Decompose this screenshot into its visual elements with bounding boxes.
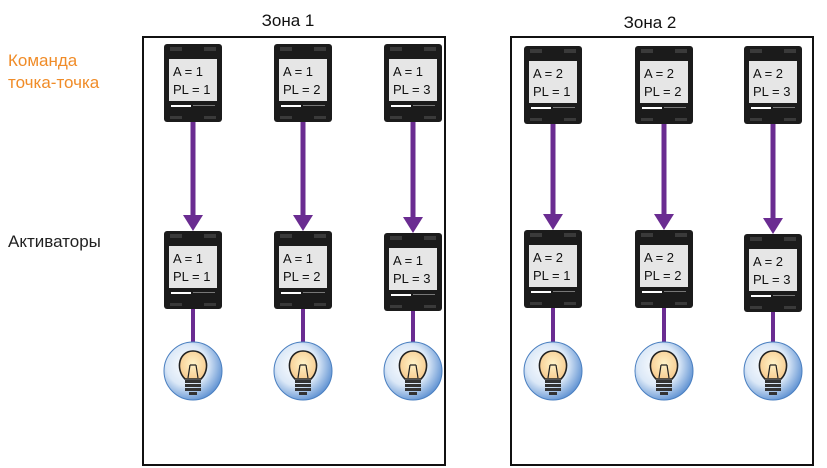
zone-2-command-3-screen <box>749 61 797 103</box>
zone-1-actuator-3-point: PL = 3 <box>393 271 430 286</box>
zone-1-actuator-3-screen <box>389 248 437 290</box>
zone-1-arrow-3 <box>403 122 423 233</box>
zone-2-lamp-2-icon <box>634 341 694 401</box>
zone-2-actuator-1-point: PL = 1 <box>533 268 570 283</box>
zone-1-title: Зона 1 <box>261 11 315 30</box>
zone-2-actuator-1-address: A = 2 <box>533 250 563 265</box>
zone-2-command-3: A = 2 PL = 3 <box>744 46 802 124</box>
zone-1-actuator-2-screen <box>279 246 327 288</box>
zone-2-lamp-3-icon <box>743 341 803 401</box>
zone-1-lamp-2-icon <box>273 341 333 401</box>
zone-1-command-3-address: A = 1 <box>393 64 423 79</box>
zone-2-arrow-2 <box>654 124 674 230</box>
zone-1-command-2-point: PL = 2 <box>283 82 320 97</box>
zone-2-command-1: A = 2 PL = 1 <box>524 46 582 124</box>
zone-2-command-1-point: PL = 1 <box>533 84 570 99</box>
zone-1-actuator-1-screen <box>169 246 217 288</box>
command-label-line2: точка-точка <box>8 73 100 92</box>
zone-2-command-1-screen <box>529 61 577 103</box>
zone-1-actuator-1-address: A = 1 <box>173 251 203 266</box>
zone-2-actuator-3-screen <box>749 249 797 291</box>
zone-1-actuator-2-address: A = 1 <box>283 251 313 266</box>
zone-1-lamp-3-icon <box>383 341 443 401</box>
zone-2-actuator-2-screen <box>640 245 688 287</box>
zone-1-actuator-1-point: PL = 1 <box>173 269 210 284</box>
zone-2-actuator-3-address: A = 2 <box>753 254 783 269</box>
zone-1-command-1-screen <box>169 59 217 101</box>
zone-2-arrow-1 <box>543 124 563 230</box>
zone-1-actuator-2: A = 1 PL = 2 <box>274 231 332 309</box>
zone-2-lamp-1-icon <box>523 341 583 401</box>
zone-2-actuator-2-point: PL = 2 <box>644 268 681 283</box>
zone-2-actuator-1: A = 2 PL = 1 <box>524 230 582 308</box>
command-label: Команда точка-точка <box>8 50 99 94</box>
zone-2-title: Зона 2 <box>623 13 677 32</box>
zone-1-command-2-address: A = 1 <box>283 64 313 79</box>
zone-2-command-2-address: A = 2 <box>644 66 674 81</box>
zone-1-command-3: A = 1 PL = 3 <box>384 44 442 122</box>
zone-2-command-3-address: A = 2 <box>753 66 783 81</box>
zone-2-command-2-point: PL = 2 <box>644 84 681 99</box>
zone-2-actuator-3-point: PL = 3 <box>753 272 790 287</box>
zone-1-command-3-point: PL = 3 <box>393 82 430 97</box>
zone-1-actuator-3: A = 1 PL = 3 <box>384 233 442 311</box>
zone-2-actuator-2-address: A = 2 <box>644 250 674 265</box>
zone-2-command-2: A = 2 PL = 2 <box>635 46 693 124</box>
zone-1-command-2-screen <box>279 59 327 101</box>
zone-1-command-1-address: A = 1 <box>173 64 203 79</box>
zone-2-actuator-2: A = 2 PL = 2 <box>635 230 693 308</box>
zone-1-actuator-2-point: PL = 2 <box>283 269 320 284</box>
zone-1-command-1-point: PL = 1 <box>173 82 210 97</box>
zone-1-actuator-1: A = 1 PL = 1 <box>164 231 222 309</box>
zone-2-command-1-address: A = 2 <box>533 66 563 81</box>
zone-2-actuator-1-screen <box>529 245 577 287</box>
zone-2-command-3-point: PL = 3 <box>753 84 790 99</box>
zone-1-command-2: A = 1 PL = 2 <box>274 44 332 122</box>
zone-2-arrow-3 <box>763 124 783 234</box>
zone-1-arrow-2 <box>293 122 313 231</box>
actuators-label: Активаторы <box>8 232 101 251</box>
zone-1-arrow-1 <box>183 122 203 231</box>
zone-1-command-1: A = 1 PL = 1 <box>164 44 222 122</box>
command-label-line1: Команда <box>8 51 78 70</box>
zone-1-lamp-1-icon <box>163 341 223 401</box>
zone-1-command-3-screen <box>389 59 437 101</box>
zone-1-actuator-3-address: A = 1 <box>393 253 423 268</box>
zone-2-command-2-screen <box>640 61 688 103</box>
zone-2-actuator-3: A = 2 PL = 3 <box>744 234 802 312</box>
